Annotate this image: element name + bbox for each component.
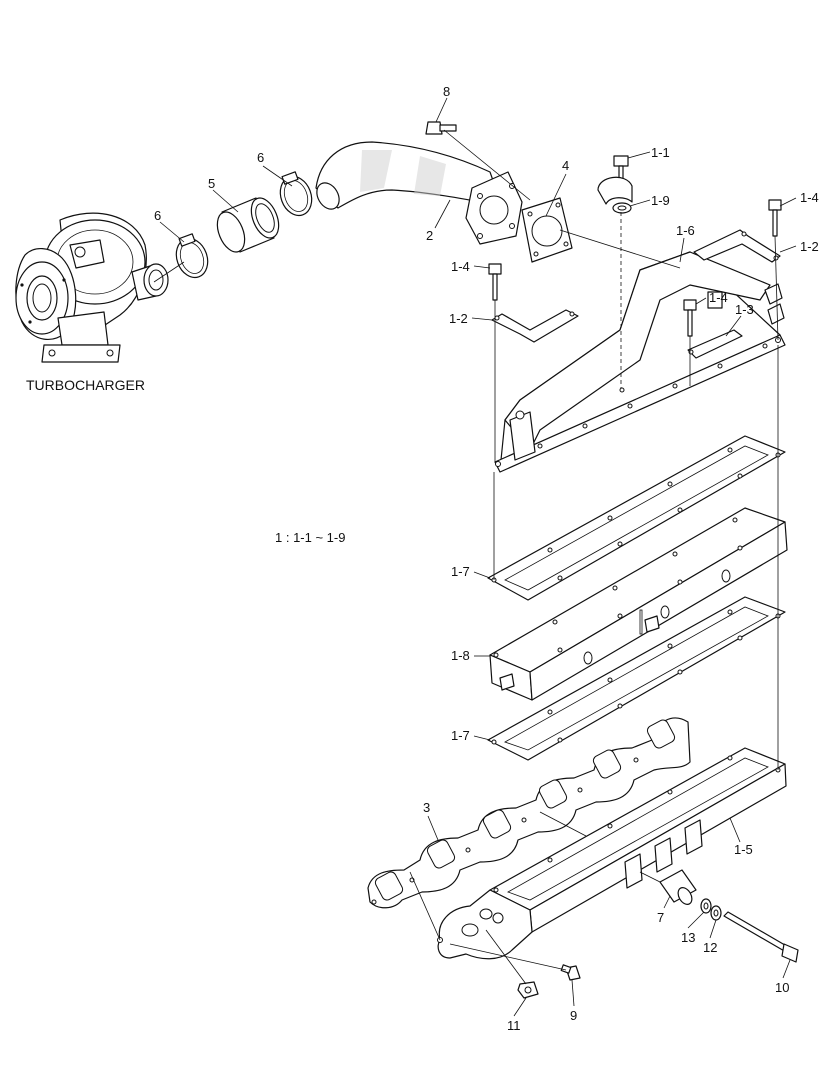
nut <box>517 981 539 999</box>
spring-washer <box>700 898 712 914</box>
callout-12: 12 <box>703 940 717 955</box>
turbocharger-label: TURBOCHARGER <box>26 377 145 393</box>
callout-6-lower: 6 <box>154 208 161 223</box>
callout-8: 8 <box>443 84 450 99</box>
callout-1-7-upper: 1-7 <box>451 564 470 579</box>
plate-left <box>491 309 579 343</box>
hose-clamp-lower <box>175 233 209 279</box>
callout-1-8: 1-8 <box>451 648 470 663</box>
callout-13: 13 <box>681 930 695 945</box>
bolt-1-4-left <box>488 263 502 301</box>
pipe-bolt <box>425 121 457 135</box>
exhaust-manifold <box>437 747 787 960</box>
gasket-upper <box>487 435 786 601</box>
callout-1-4-mid: 1-4 <box>709 290 728 305</box>
long-bolt <box>723 911 799 963</box>
callout-labels: 8 6 5 6 2 4 1-1 1-9 1-6 1-4 1-2 1-4 1-2 … <box>154 84 819 1033</box>
assembly-lines <box>153 129 779 985</box>
pipe-gasket <box>521 197 573 263</box>
callout-2: 2 <box>426 228 433 243</box>
plate-right <box>693 229 781 263</box>
callout-1-1: 1-1 <box>651 145 670 160</box>
callout-6-upper: 6 <box>257 150 264 165</box>
callout-10: 10 <box>775 980 789 995</box>
callout-1-5: 1-5 <box>734 842 753 857</box>
callout-1-2-left: 1-2 <box>449 311 468 326</box>
bolt-1-4-mid <box>683 299 697 337</box>
gasket-lower <box>487 596 786 761</box>
manifold-cover <box>494 251 786 473</box>
hose <box>216 197 280 253</box>
callout-1-3: 1-3 <box>735 302 754 317</box>
exhaust-pipe <box>315 141 523 245</box>
callout-11: 11 <box>507 1018 521 1033</box>
assembly-note: 1 : 1-1 ~ 1-9 <box>275 530 345 545</box>
callout-1-9: 1-9 <box>651 193 670 208</box>
callout-1-7-lower: 1-7 <box>451 728 470 743</box>
callout-3: 3 <box>423 800 430 815</box>
pipe-clip <box>597 176 633 214</box>
turbocharger: TURBOCHARGER <box>15 212 169 393</box>
callout-7: 7 <box>657 910 664 925</box>
bolt-1-4-right <box>768 199 782 237</box>
hose-clamp-upper <box>279 171 313 217</box>
callout-5: 5 <box>208 176 215 191</box>
water-jacket <box>489 507 788 701</box>
spacer <box>659 869 697 905</box>
callout-1-6: 1-6 <box>676 223 695 238</box>
flat-washer <box>710 905 722 921</box>
leader-lines <box>159 97 797 1017</box>
port-gasket <box>367 717 691 909</box>
callout-1-2-right: 1-2 <box>800 239 819 254</box>
callout-4: 4 <box>562 158 569 173</box>
stud-bolt <box>560 964 581 981</box>
callout-1-4-left: 1-4 <box>451 259 470 274</box>
callout-1-4-right: 1-4 <box>800 190 819 205</box>
callout-9: 9 <box>570 1008 577 1023</box>
